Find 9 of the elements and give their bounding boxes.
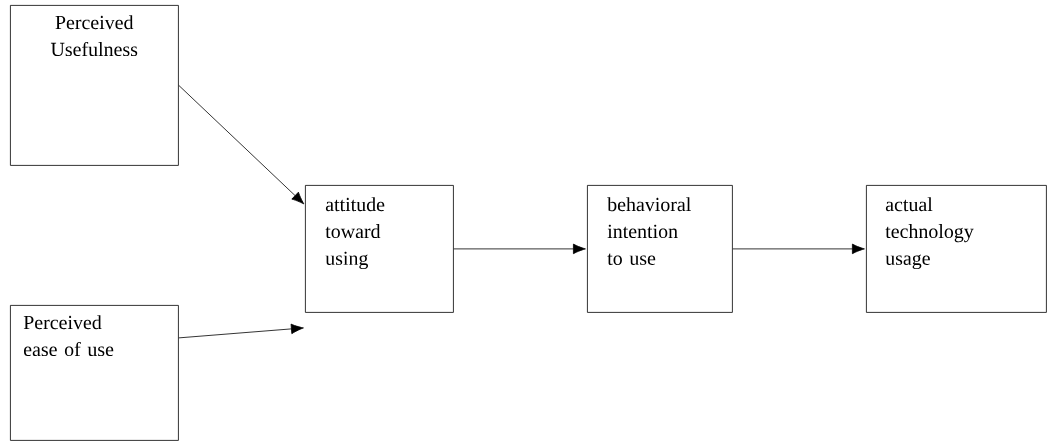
arrow	[178, 323, 304, 339]
arrow	[453, 243, 586, 255]
process-box: Perceived Usefulness	[10, 5, 179, 166]
process-box: actual technology usage	[866, 185, 1047, 313]
arrow	[732, 243, 865, 255]
process-box: attitude toward using	[305, 185, 454, 313]
process-box: Perceived ease of use	[10, 305, 179, 441]
arrow	[178, 85, 305, 205]
process-box: behavioral intention to use	[587, 185, 733, 313]
